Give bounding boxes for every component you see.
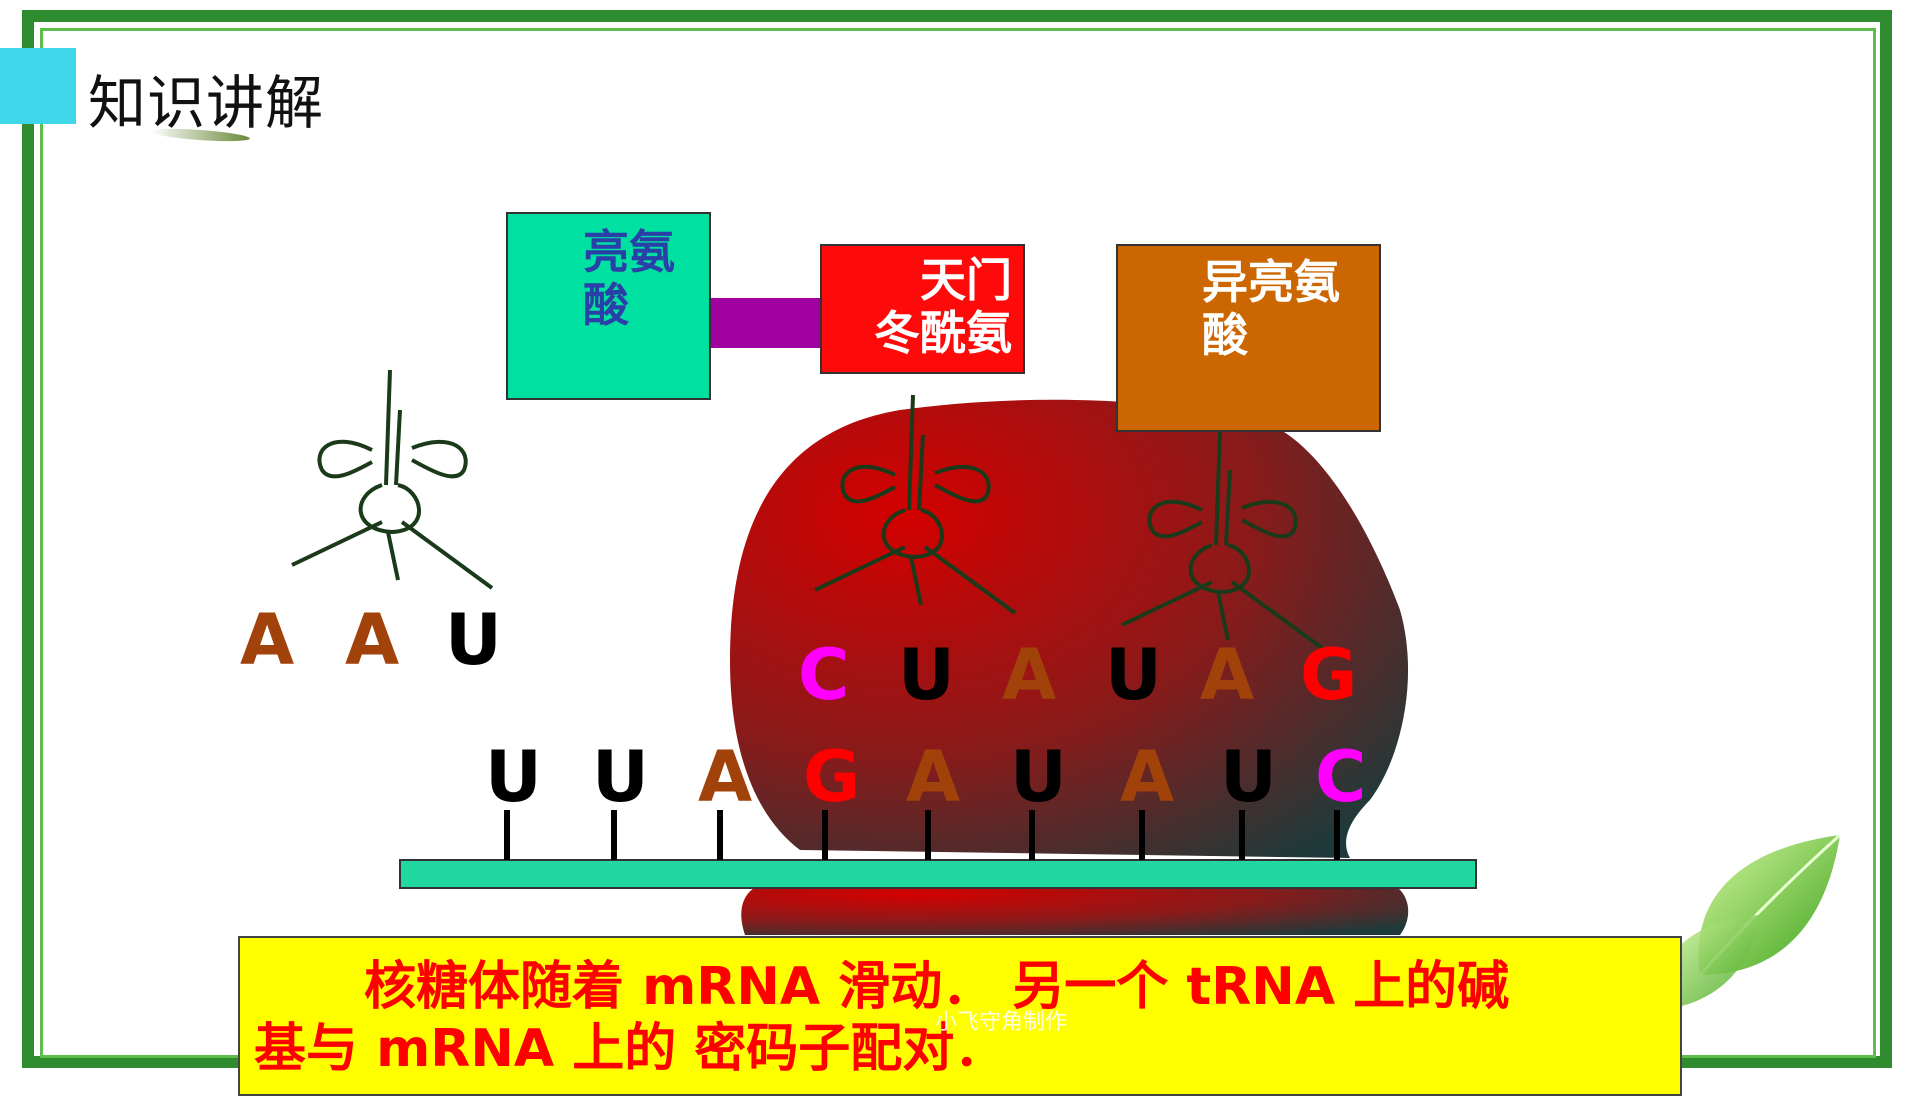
mrna-base-6: U — [1010, 736, 1067, 818]
free-trna — [291, 369, 494, 590]
leaf-decoration — [1658, 833, 1842, 1010]
mrna-base-3: A — [698, 736, 753, 818]
mrna-base-7: A — [1120, 736, 1175, 818]
peptide-bond — [711, 298, 820, 348]
mrna-base-9: C — [1315, 736, 1367, 818]
caption-line-2: 基与 mRNA 上的 密码子配对． — [254, 1019, 1007, 1080]
slide-title: 知识讲解 — [88, 69, 325, 137]
trna-1-base-2: U — [898, 634, 955, 716]
trna-2-base-2: A — [1200, 634, 1255, 716]
amino-acid-asparagine: 天门 冬酰氨 — [820, 244, 1025, 374]
amino-acid-leucine: 亮氨 酸 — [506, 212, 711, 400]
trna-2-base-3: G — [1300, 634, 1358, 716]
trna-2-base-1: U — [1105, 634, 1162, 716]
mrna-base-ticks — [504, 810, 1340, 860]
bound-trna-2 — [1121, 429, 1324, 650]
mrna-strand — [399, 859, 1477, 889]
trna-1-base-1: C — [798, 634, 850, 716]
trna-molecules — [291, 369, 1324, 650]
bound-trna-1 — [814, 394, 1017, 615]
amino-acid-isoleucine-label: 异亮氨 酸 — [1202, 255, 1340, 362]
mrna-base-2: U — [592, 736, 649, 818]
mrna-base-1: U — [485, 736, 542, 818]
amino-acid-isoleucine: 异亮氨 酸 — [1116, 244, 1381, 432]
free-trna-base-3: U — [445, 599, 502, 681]
mrna-base-5: A — [906, 736, 961, 818]
free-trna-base-1: A — [240, 599, 295, 681]
amino-acid-leucine-label: 亮氨 酸 — [583, 225, 675, 332]
mrna-base-8: U — [1220, 736, 1277, 818]
caption-line-1: 核糖体随着 mRNA 滑动． 另一个 tRNA 上的碱 — [364, 957, 1510, 1017]
mrna-base-4: G — [803, 736, 861, 818]
free-trna-base-2: A — [345, 599, 400, 681]
trna-1-base-3: A — [1002, 634, 1057, 716]
watermark: 小飞守角制作 — [935, 1010, 1068, 1035]
title-accent-block — [0, 48, 76, 124]
amino-acid-asparagine-label: 天门 冬酰氨 — [874, 253, 1012, 360]
caption-box: 核糖体随着 mRNA 滑动． 另一个 tRNA 上的碱 基与 mRNA 上的 密… — [238, 936, 1682, 1096]
ribosome-small-subunit — [741, 880, 1409, 935]
